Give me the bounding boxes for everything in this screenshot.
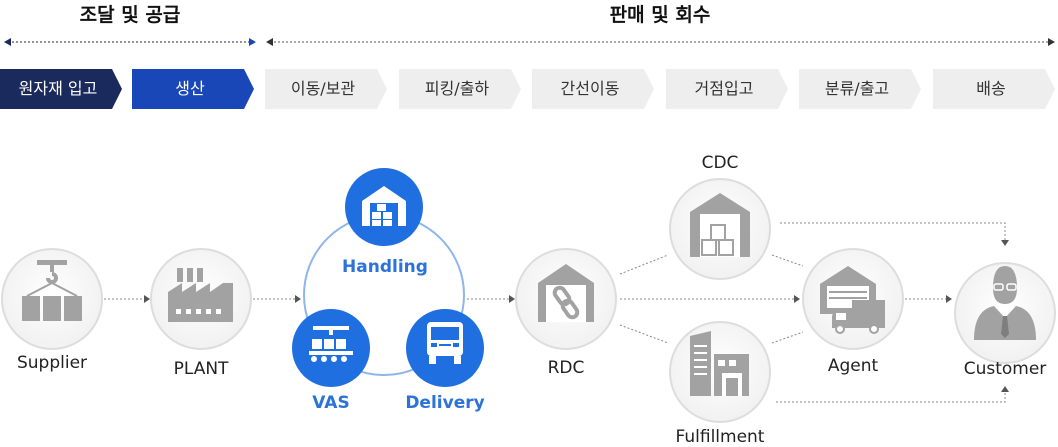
customer-node <box>954 262 1056 364</box>
arrowheads <box>144 240 1009 392</box>
agent-node <box>802 248 904 350</box>
stage-trunk-transport: 간선이동 <box>560 79 620 98</box>
warehouse-boxes-icon <box>690 193 750 257</box>
agent-label: Agent <box>827 356 879 376</box>
crane-hook-icon <box>22 260 82 321</box>
warehouse-icon <box>362 186 406 226</box>
vas-label: VAS <box>312 393 350 413</box>
vas-node <box>292 309 370 387</box>
warehouse-link-icon <box>538 264 594 322</box>
customer-label: Customer <box>963 359 1047 379</box>
connectors <box>104 222 1006 403</box>
stage-sort-outbound: 분류/출고 <box>824 79 890 98</box>
rdc-label: RDC <box>547 358 585 378</box>
sales-header: 판매 및 회수 <box>609 4 711 26</box>
stage-picking-shipping: 피킹/출하 <box>424 79 490 98</box>
plant-node <box>150 248 252 350</box>
rdc-node <box>515 248 617 350</box>
truck-front-icon <box>427 322 463 364</box>
conveyor-icon <box>309 326 353 362</box>
stage-hub-inbound: 거점입고 <box>694 79 754 98</box>
stage-move-storage: 이동/보관 <box>290 79 356 98</box>
stage-delivery: 배송 <box>976 79 1006 98</box>
stage-bar <box>0 69 1055 109</box>
stage-production: 생산 <box>175 79 205 98</box>
header-arrows <box>4 38 1055 46</box>
supplier-node <box>1 248 103 350</box>
fulfillment-node <box>669 321 771 423</box>
supplier-label: Supplier <box>16 353 88 373</box>
factory-icon <box>168 268 233 322</box>
warehouse-truck-icon <box>820 266 885 334</box>
handling-node <box>345 168 423 246</box>
delivery-node <box>406 309 484 387</box>
cdc-label: CDC <box>701 153 739 173</box>
businessman-icon <box>974 266 1036 340</box>
cdc-node <box>669 178 771 280</box>
delivery-label: Delivery <box>405 393 485 413</box>
handling-label: Handling <box>342 257 428 277</box>
stage-raw-material-inbound: 원자재 입고 <box>18 79 98 98</box>
procurement-header: 조달 및 공급 <box>79 4 181 26</box>
plant-label: PLANT <box>173 359 229 379</box>
fulfillment-label: Fulfillment <box>675 427 765 447</box>
buildings-icon <box>690 331 749 396</box>
